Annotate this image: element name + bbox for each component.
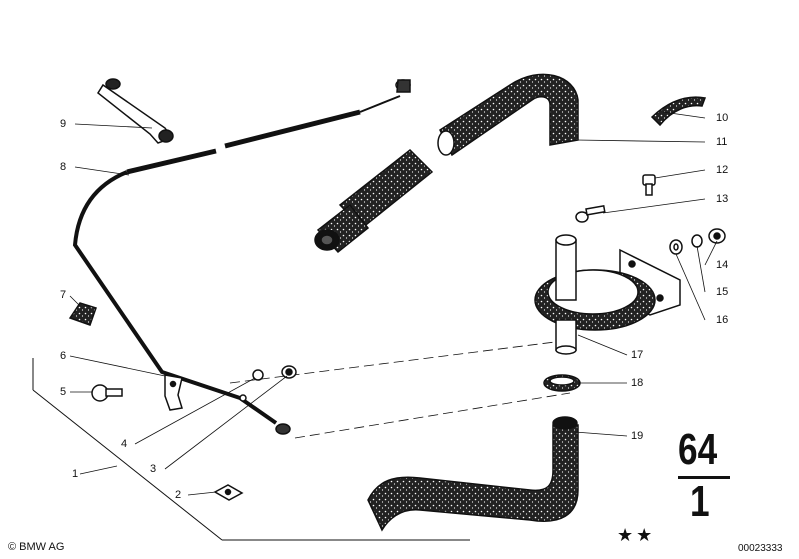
bracket-part-6	[164, 374, 183, 411]
clip-part-10	[650, 96, 707, 127]
clip-part-7	[68, 302, 97, 326]
callout-14: 14	[716, 259, 729, 271]
callout-16: 16	[716, 314, 729, 326]
callout-11: 11	[716, 136, 728, 148]
stars-rating: ★★	[617, 525, 656, 546]
washer-part-4	[252, 369, 264, 381]
callout-17: 17	[631, 349, 644, 361]
screw-part-13	[575, 205, 606, 223]
callout-7: 7	[60, 289, 67, 301]
nut-part-14	[708, 228, 726, 244]
callout-15: 15	[716, 286, 729, 298]
straight-hose-part-11b	[314, 148, 434, 254]
valve-housing-part-17	[534, 234, 681, 355]
callout-18: 18	[631, 377, 644, 389]
callout-1: 1	[72, 468, 79, 480]
bracket-arm-part-9	[97, 78, 174, 144]
callout-5: 5	[60, 386, 67, 398]
callout-4: 4	[121, 438, 128, 450]
group-number-main: 64	[678, 425, 718, 474]
copyright-text: © BMW AG	[8, 541, 65, 553]
document-id: 00023333	[738, 543, 783, 554]
assembly-bracket-lines	[32, 358, 470, 541]
callout-2: 2	[175, 489, 182, 501]
washer-part-15	[691, 234, 703, 248]
callout-3: 3	[150, 463, 157, 475]
nut-part-3	[281, 365, 297, 379]
callout-12: 12	[716, 164, 729, 176]
callout-19: 19	[631, 430, 644, 442]
washer-part-16	[669, 239, 683, 255]
screw-part-5	[91, 384, 123, 402]
callout-9: 9	[60, 118, 67, 130]
callout-8: 8	[60, 161, 67, 173]
group-number-sub: 1	[690, 477, 710, 526]
callout-10: 10	[716, 112, 729, 124]
hose-clamp-part-18	[543, 374, 581, 392]
callout-6: 6	[60, 350, 67, 362]
clip-nut-part-2	[213, 484, 244, 501]
callout-13: 13	[716, 193, 729, 205]
hose-part-19	[367, 416, 579, 532]
leader-lines	[69, 111, 718, 496]
group-number-divider	[678, 476, 730, 479]
control-rod-part-8	[72, 79, 411, 435]
screw-part-12	[642, 174, 656, 196]
bent-hose-part-11	[437, 73, 579, 157]
